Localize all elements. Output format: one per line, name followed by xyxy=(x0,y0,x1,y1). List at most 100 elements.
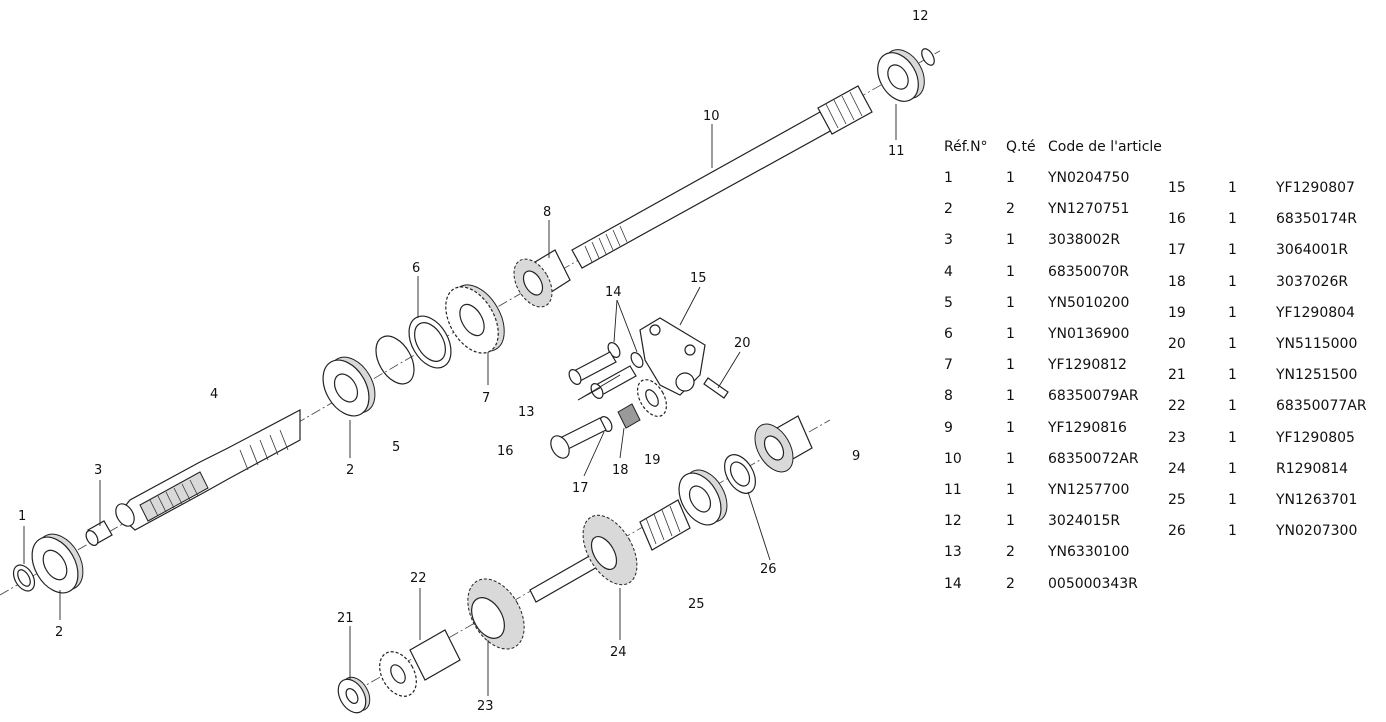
cell-qty: 2 xyxy=(1006,201,1015,218)
part-12-circlip-top xyxy=(921,48,935,66)
cell-code: 68350174R xyxy=(1276,211,1357,228)
part-1-circlip xyxy=(12,564,36,592)
cell-code: YN1251500 xyxy=(1276,367,1358,384)
callout-1: 1 xyxy=(18,509,26,524)
cell-ref: 20 xyxy=(1168,336,1186,352)
part-24-output-gear-shaft xyxy=(529,499,691,603)
cell-code: YN5115000 xyxy=(1276,336,1358,352)
cell-qty: 1 xyxy=(1228,367,1237,384)
cell-code: 3064001R xyxy=(1276,242,1349,259)
callout-4: 4 xyxy=(210,387,218,402)
part-20-pin xyxy=(703,377,729,399)
callout-24: 24 xyxy=(610,645,627,660)
cell-qty: 2 xyxy=(1006,544,1015,561)
part-3-bushing xyxy=(85,520,113,546)
callout-2-middle: 2 xyxy=(346,463,354,478)
callout-16: 16 xyxy=(497,444,514,459)
callout-7: 7 xyxy=(482,391,490,406)
cell-code: YN5010200 xyxy=(1048,294,1130,311)
cell-qty: 1 xyxy=(1006,294,1015,311)
cell-code: YN0207300 xyxy=(1276,523,1358,540)
cell-code: 3037026R xyxy=(1276,273,1349,290)
callout-6: 6 xyxy=(412,261,420,276)
cell-code: 005000343R xyxy=(1048,575,1138,592)
cell-code: YF1290807 xyxy=(1276,180,1355,196)
cell-qty: 1 xyxy=(1006,357,1015,374)
cell-ref: 15 xyxy=(1168,180,1186,196)
part-7-gear xyxy=(445,284,505,354)
part-4-input-shaft xyxy=(115,409,301,531)
cell-ref: 6 xyxy=(944,326,953,342)
cell-code: YN6330100 xyxy=(1048,544,1130,561)
part-13-bolts xyxy=(568,351,637,399)
cell-qty: 1 xyxy=(1228,273,1237,290)
callout-8: 8 xyxy=(543,205,551,220)
cell-code: 3024015R xyxy=(1048,513,1121,530)
callout-26: 26 xyxy=(760,562,777,577)
callout-labels: 1 2 3 4 2 5 6 7 8 9 10 11 12 13 14 15 16… xyxy=(18,9,929,714)
callout-18: 18 xyxy=(612,463,629,478)
callout-17: 17 xyxy=(572,481,589,496)
cell-ref: 9 xyxy=(944,419,953,436)
part-16-idler-shaft xyxy=(550,417,607,459)
part-19-small-gear xyxy=(636,379,668,417)
part-2-bearing-middle xyxy=(322,356,376,417)
cell-code: YN1257700 xyxy=(1048,482,1130,498)
cell-ref: 10 xyxy=(944,450,962,467)
cell-code: YN0136900 xyxy=(1048,326,1130,342)
callout-14: 14 xyxy=(605,285,622,300)
cell-ref: 24 xyxy=(1168,460,1186,477)
callout-21: 21 xyxy=(337,611,354,626)
cell-code: 68350079AR xyxy=(1048,388,1139,405)
cell-qty: 1 xyxy=(1228,304,1237,321)
cell-code: 68350072AR xyxy=(1048,450,1139,467)
cell-code: 68350070R xyxy=(1048,263,1129,280)
cell-ref: 1 xyxy=(944,170,953,186)
part-6-thrust-washer xyxy=(408,315,452,369)
callout-15: 15 xyxy=(690,271,707,286)
cell-ref: 17 xyxy=(1168,242,1186,259)
part-2-bearing-left xyxy=(31,533,84,594)
cell-ref: 23 xyxy=(1168,429,1186,446)
cell-qty: 1 xyxy=(1006,232,1015,249)
part-8-sleeve-gear xyxy=(513,249,571,308)
cell-qty: 2 xyxy=(1006,575,1015,592)
cell-ref: 14 xyxy=(944,575,962,592)
cell-ref: 21 xyxy=(1168,367,1186,384)
part-18-needle-bearing xyxy=(617,403,641,429)
part-21-bearing-small xyxy=(337,676,371,714)
cell-ref: 8 xyxy=(944,388,953,405)
part-15-bracket xyxy=(639,317,706,396)
cell-code: 3038002R xyxy=(1048,232,1121,249)
cell-qty: 1 xyxy=(1228,211,1237,228)
part-10-main-shaft xyxy=(571,85,873,269)
cell-code: YF1290812 xyxy=(1048,357,1127,374)
callout-22: 22 xyxy=(410,571,427,586)
header-code: Code de l'article xyxy=(1048,139,1162,155)
part-11-bearing-top xyxy=(877,49,925,102)
cell-qty: 1 xyxy=(1228,180,1237,196)
cell-code: YN0204750 xyxy=(1048,170,1130,186)
exploded-view-diagram: 1 2 3 4 2 5 6 7 8 9 10 11 12 13 14 15 16… xyxy=(0,9,940,714)
cell-ref: 16 xyxy=(1168,211,1186,228)
cell-ref: 18 xyxy=(1168,273,1186,290)
cell-qty: 1 xyxy=(1006,263,1015,280)
cell-qty: 1 xyxy=(1006,482,1015,498)
cell-qty: 1 xyxy=(1006,419,1015,436)
cell-code: R1290814 xyxy=(1276,460,1349,477)
cell-qty: 1 xyxy=(1228,429,1237,446)
cell-qty: 1 xyxy=(1228,460,1237,477)
callout-25: 25 xyxy=(688,597,705,612)
cell-qty: 1 xyxy=(1006,326,1015,342)
part-9-sleeve xyxy=(754,415,813,473)
cell-code: YF1290816 xyxy=(1048,419,1127,436)
part-26-snap-ring xyxy=(724,454,756,494)
header-ref: Réf.N° xyxy=(944,139,988,155)
callout-9: 9 xyxy=(852,449,860,464)
cell-ref: 7 xyxy=(944,357,953,374)
parts-table-right-column: 15 1 YF1290807 16 1 68350174R 17 1 3064001R 18 1 30… xyxy=(1168,180,1378,550)
part-22-gear-hub xyxy=(379,629,461,697)
cell-qty: 1 xyxy=(1228,523,1237,540)
cell-qty: 1 xyxy=(1228,336,1237,352)
